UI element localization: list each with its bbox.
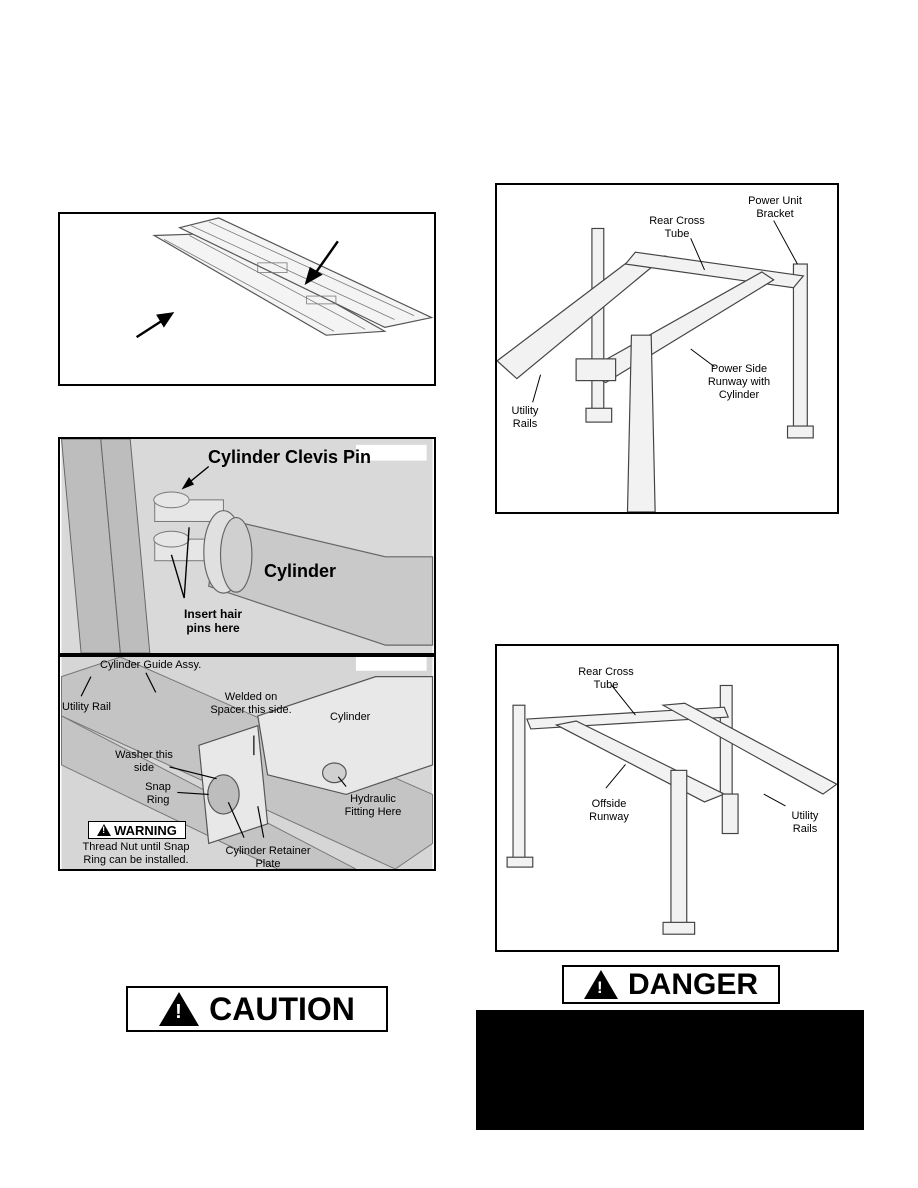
cylinder-label: Cylinder — [264, 561, 337, 581]
caution-label: CAUTION — [209, 990, 355, 1027]
warning-triangle-icon: ! — [97, 824, 112, 836]
hair-pins-label: Insert hair pins here — [183, 607, 243, 635]
rear-cross-tube-label: Rear Cross Tube — [649, 215, 705, 240]
power-side-runway-label: Power Side Runway with Cylinder — [707, 363, 771, 401]
cylinder-clevis-drawing — [60, 439, 434, 653]
runways-drawing — [135, 217, 434, 339]
clevis-pin-label: Cylinder Clevis Pin — [208, 447, 372, 467]
caution-sign: ! CAUTION — [126, 986, 388, 1032]
hydraulic-label: Hydraulic Fitting Here — [344, 793, 402, 818]
utility-rails-label-2: Utility Rails — [791, 810, 819, 835]
offside-runway-label: Offside Runway — [589, 798, 629, 823]
runways-figure — [58, 212, 436, 386]
power-side-figure: Rear Cross Tube Power Unit Bracket Utili… — [495, 183, 839, 514]
snap-ring-label: Snap Ring — [145, 781, 171, 806]
rear-cross-tube-label-2: Rear Cross Tube — [578, 666, 634, 691]
danger-text-box — [476, 1010, 864, 1130]
warning-text: Thread Nut until Snap Ring can be instal… — [82, 841, 190, 866]
danger-sign: ! DANGER — [562, 965, 780, 1004]
cylinder-clevis-figure: Cylinder Clevis Pin Cylinder Insert hair… — [58, 437, 436, 655]
cylinder-guide-figure: Cylinder Guide Assy. Utility Rail Welded… — [58, 655, 436, 871]
power-side-drawing — [497, 220, 814, 512]
caution-triangle-icon: ! — [159, 992, 200, 1026]
power-unit-bracket-label: Power Unit Bracket — [748, 195, 802, 220]
utility-rail-label: Utility Rail — [62, 701, 111, 713]
utility-rails-label: Utility Rails — [511, 405, 539, 430]
offside-figure: Rear Cross Tube Offside Runway Utility R… — [495, 644, 839, 952]
guide-assy-label: Cylinder Guide Assy. — [100, 659, 202, 671]
danger-label: DANGER — [627, 967, 758, 1001]
warning-box: ! WARNING — [88, 821, 186, 839]
welded-spacer-label: Welded on Spacer this side. — [210, 691, 292, 716]
danger-triangle-icon: ! — [583, 970, 618, 999]
offside-drawing — [506, 684, 837, 935]
washer-label: Washer this side — [115, 749, 173, 774]
retainer-label: Cylinder Retainer Plate — [225, 845, 311, 870]
cylinder-label-2: Cylinder — [330, 711, 371, 723]
warning-label: WARNING — [114, 822, 177, 838]
